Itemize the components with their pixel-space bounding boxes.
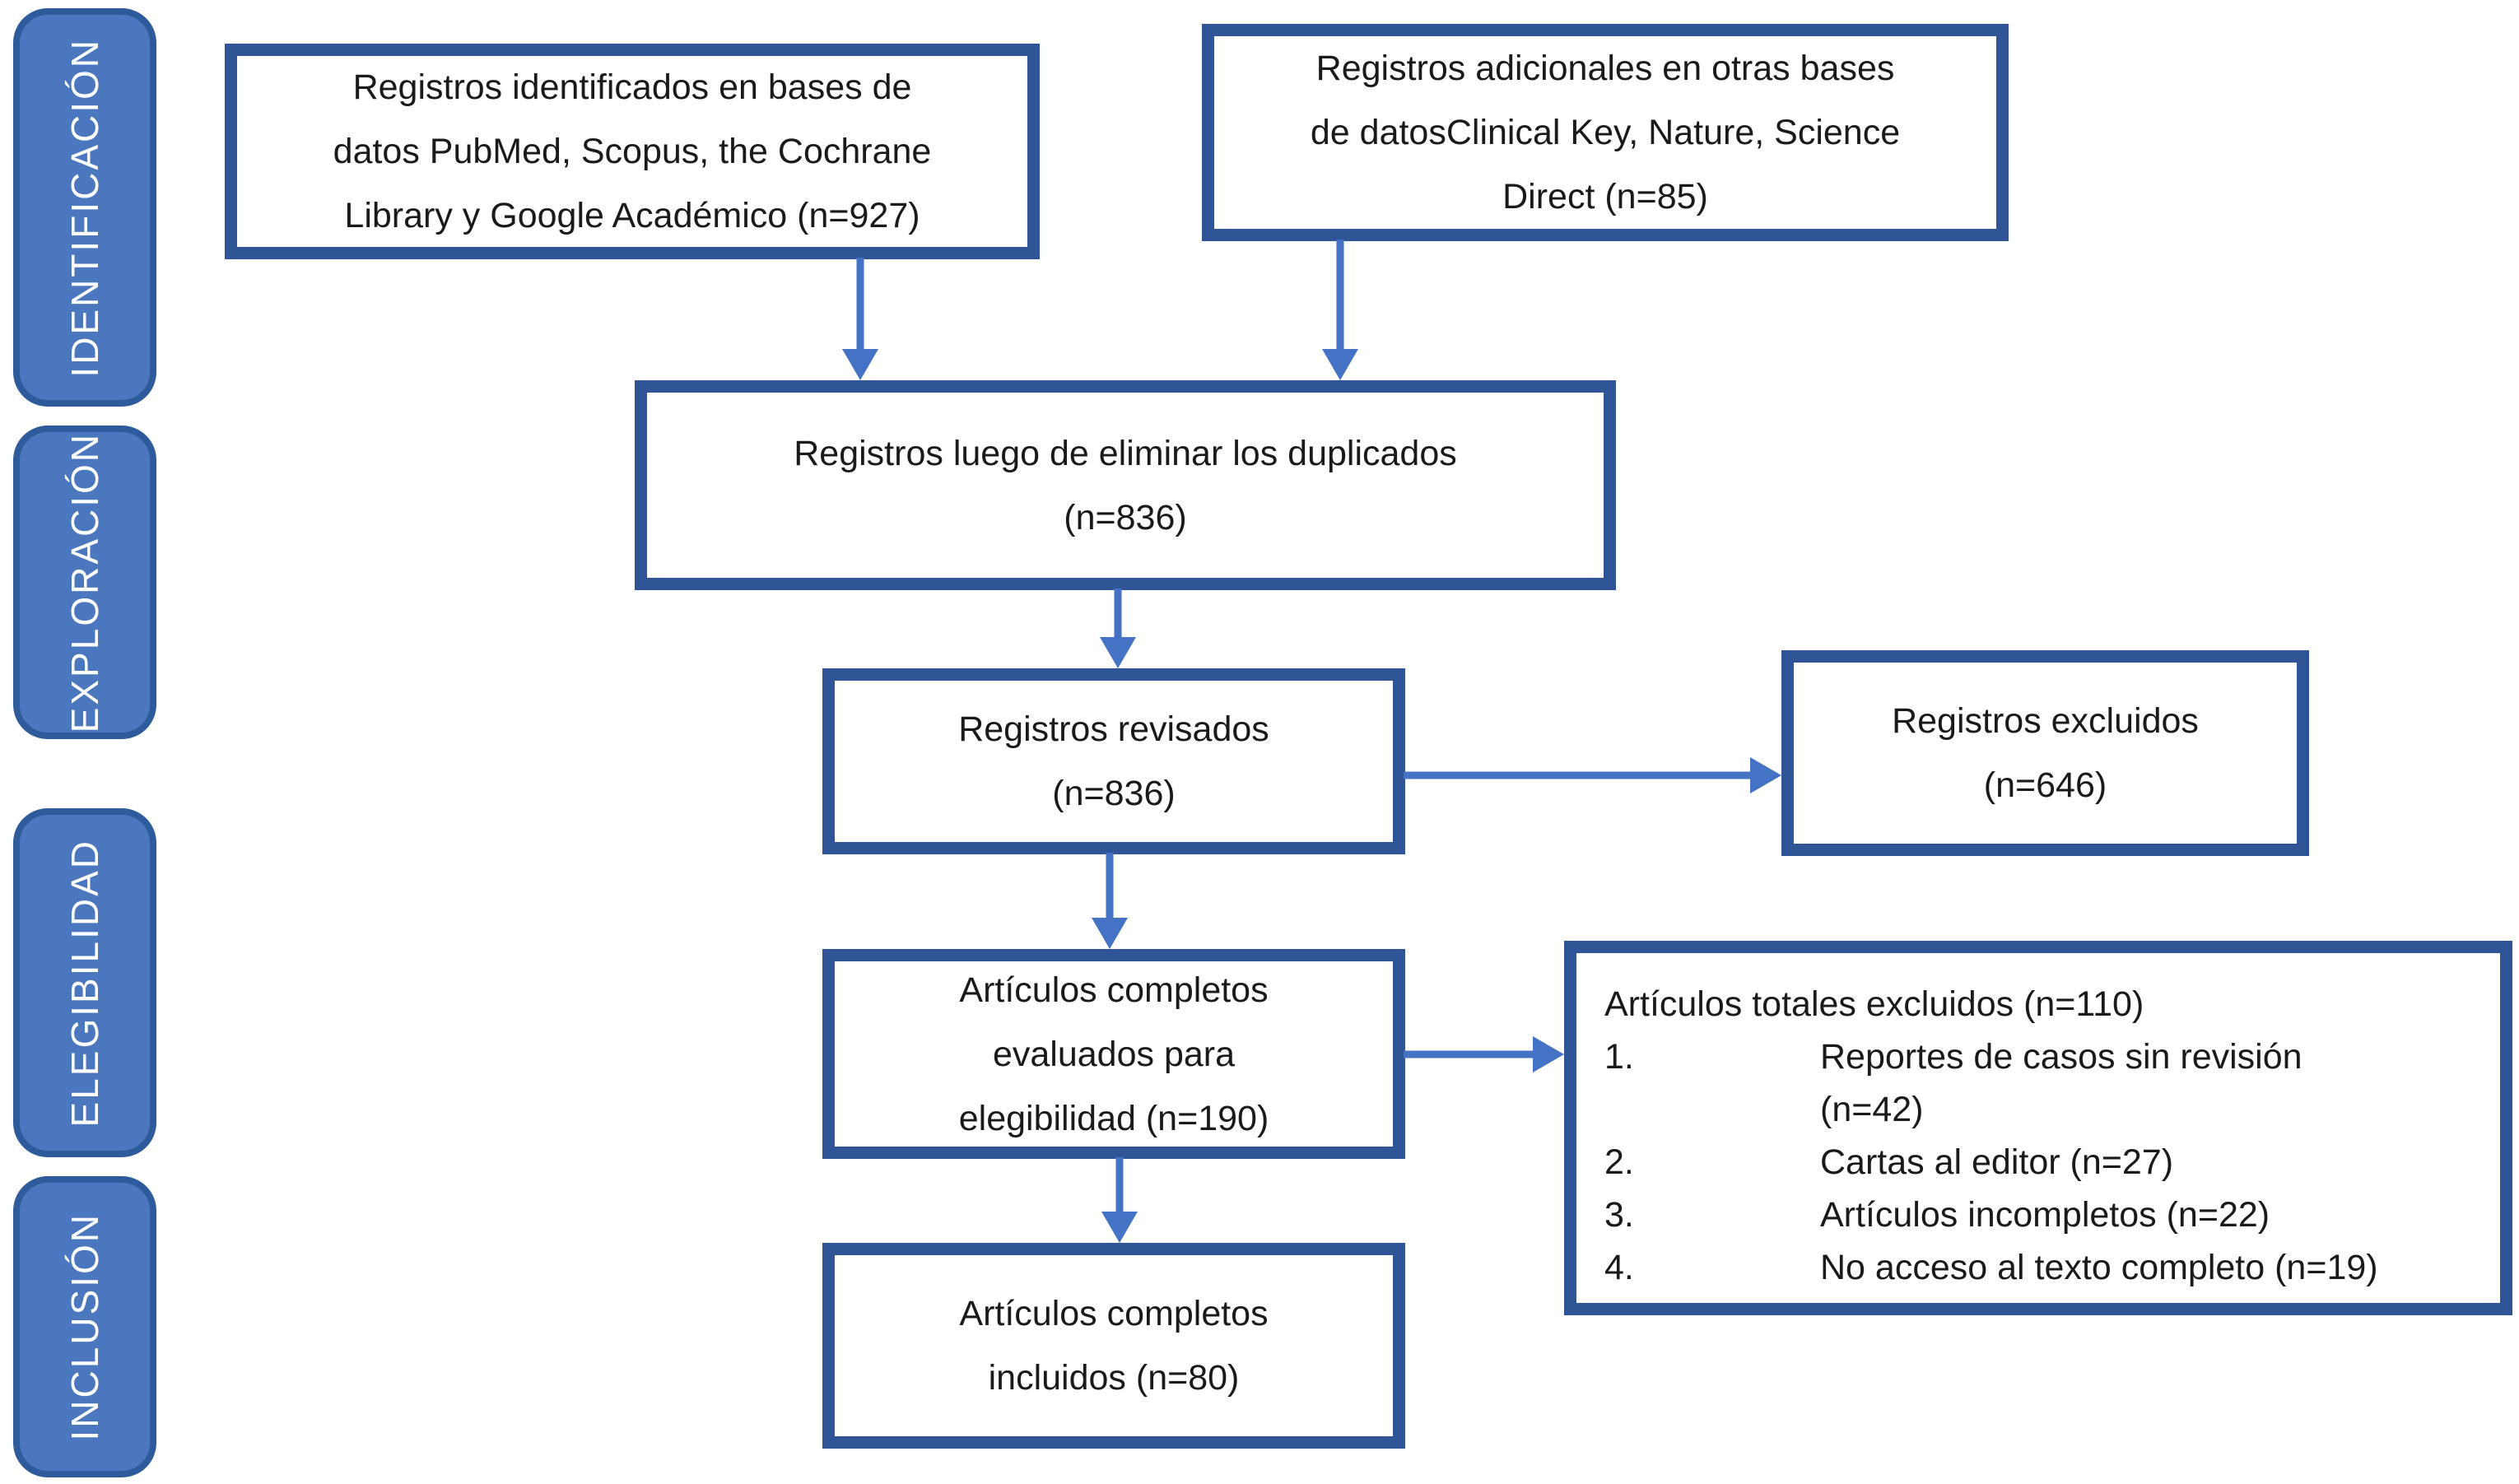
item-text: Reportes de casos sin revisión (n=42) <box>1820 1030 2480 1136</box>
box-line: Registros identificados en bases de <box>352 67 912 107</box>
excluded-reason-item: 3. Artículos incompletos (n=22) <box>1604 1189 2480 1241</box>
box-line: (n=836) <box>1064 497 1187 537</box>
box-line: Registros excluidos <box>1892 701 2199 741</box>
box-additional-records: Registros adicionales en otras bases de … <box>1202 24 2009 241</box>
box-line: (n=646) <box>1983 765 2107 805</box>
box-line: (n=42) <box>1820 1090 1924 1129</box>
box-text: Registros revisados (n=836) <box>958 697 1269 826</box>
excluded-reason-item: 4. No acceso al texto completo (n=19) <box>1604 1241 2480 1294</box>
item-text: Cartas al editor (n=27) <box>1820 1136 2480 1189</box>
box-records-identified: Registros identificados en bases de dato… <box>225 44 1040 259</box>
arrow-dedup-to-screened <box>1100 588 1136 668</box>
box-line: elegibilidad (n=190) <box>958 1098 1269 1138</box>
arrow-screened-to-excluded <box>1404 757 1781 793</box>
item-number: 3. <box>1604 1195 1634 1235</box>
item-number: 4. <box>1604 1248 1634 1287</box>
box-line: Reportes de casos sin revisión <box>1820 1037 2302 1077</box>
box-line: Registros adicionales en otras bases <box>1315 49 1895 88</box>
excluded-total-title: Artículos totales excluidos (n=110) <box>1604 984 2144 1024</box>
stage-label: IDENTIFICACIÓN <box>63 37 106 378</box>
item-number: 2. <box>1604 1142 1634 1182</box>
box-records-excluded: Registros excluidos (n=646) <box>1781 650 2309 856</box>
box-line: Artículos incompletos (n=22) <box>1820 1195 2270 1235</box>
box-articles-excluded-total: Artículos totales excluidos (n=110) 1. R… <box>1564 941 2512 1315</box>
arrow-identified-to-dedup <box>842 258 878 380</box>
box-line: Artículos completos <box>959 970 1269 1010</box>
box-records-screened: Registros revisados (n=836) <box>822 668 1405 854</box>
box-text: Registros excluidos (n=646) <box>1892 689 2199 817</box>
item-text: Artículos incompletos (n=22) <box>1820 1189 2480 1241</box>
box-line: No acceso al texto completo (n=19) <box>1820 1248 2378 1287</box>
stage-label: EXPLORACIÓN <box>63 431 106 733</box>
excluded-reason-item: 2. Cartas al editor (n=27) <box>1604 1136 2480 1189</box>
box-line: Registros revisados <box>958 709 1269 749</box>
box-line: Cartas al editor (n=27) <box>1820 1142 2174 1182</box>
box-line: de datosClinical Key, Nature, Science <box>1310 113 1901 152</box>
stage-label: INCLUSIÓN <box>63 1212 106 1441</box>
box-articles-included: Artículos completos incluidos (n=80) <box>822 1243 1405 1449</box>
stage-exploracion: EXPLORACIÓN <box>13 426 156 739</box>
arrow-screened-to-fulltext <box>1092 853 1128 949</box>
box-line: datos PubMed, Scopus, the Cochrane <box>333 132 932 171</box>
box-line: Library y Google Académico (n=927) <box>344 196 920 235</box>
stage-identificacion: IDENTIFICACIÓN <box>13 8 156 407</box>
box-line: Artículos completos <box>959 1294 1269 1333</box>
arrow-fulltext-to-excluded-total <box>1404 1036 1564 1072</box>
arrow-additional-to-dedup <box>1322 240 1358 380</box>
excluded-reason-item: 1. Reportes de casos sin revisión (n=42) <box>1604 1030 2480 1136</box>
box-records-after-duplicates-removed: Registros luego de eliminar los duplicad… <box>635 380 1616 590</box>
item-number: 1. <box>1604 1037 1634 1077</box>
box-line: Registros luego de eliminar los duplicad… <box>794 433 1457 473</box>
box-text: Registros adicionales en otras bases de … <box>1311 36 1900 229</box>
arrow-fulltext-to-included <box>1101 1157 1138 1243</box>
box-text: Artículos completos incluidos (n=80) <box>959 1282 1268 1410</box>
box-text: Registros identificados en bases de dato… <box>333 55 932 248</box>
box-line: Direct (n=85) <box>1502 177 1708 216</box>
stage-elegibilidad: ELEGIBILIDAD <box>13 808 156 1157</box>
stage-inclusion: INCLUSIÓN <box>13 1176 156 1477</box>
box-text: Artículos completos evaluados para elegi… <box>959 958 1269 1151</box>
excluded-reasons-list: Artículos totales excluidos (n=110) 1. R… <box>1576 953 2500 1302</box>
box-line: (n=836) <box>1052 774 1176 813</box>
box-line: evaluados para <box>992 1034 1236 1074</box>
box-text: Registros luego de eliminar los duplicad… <box>794 421 1457 550</box>
box-fulltext-assessed: Artículos completos evaluados para elegi… <box>822 949 1405 1159</box>
item-text: No acceso al texto completo (n=19) <box>1820 1241 2480 1294</box>
box-line: incluidos (n=80) <box>988 1358 1240 1398</box>
stage-label: ELEGIBILIDAD <box>63 838 106 1128</box>
